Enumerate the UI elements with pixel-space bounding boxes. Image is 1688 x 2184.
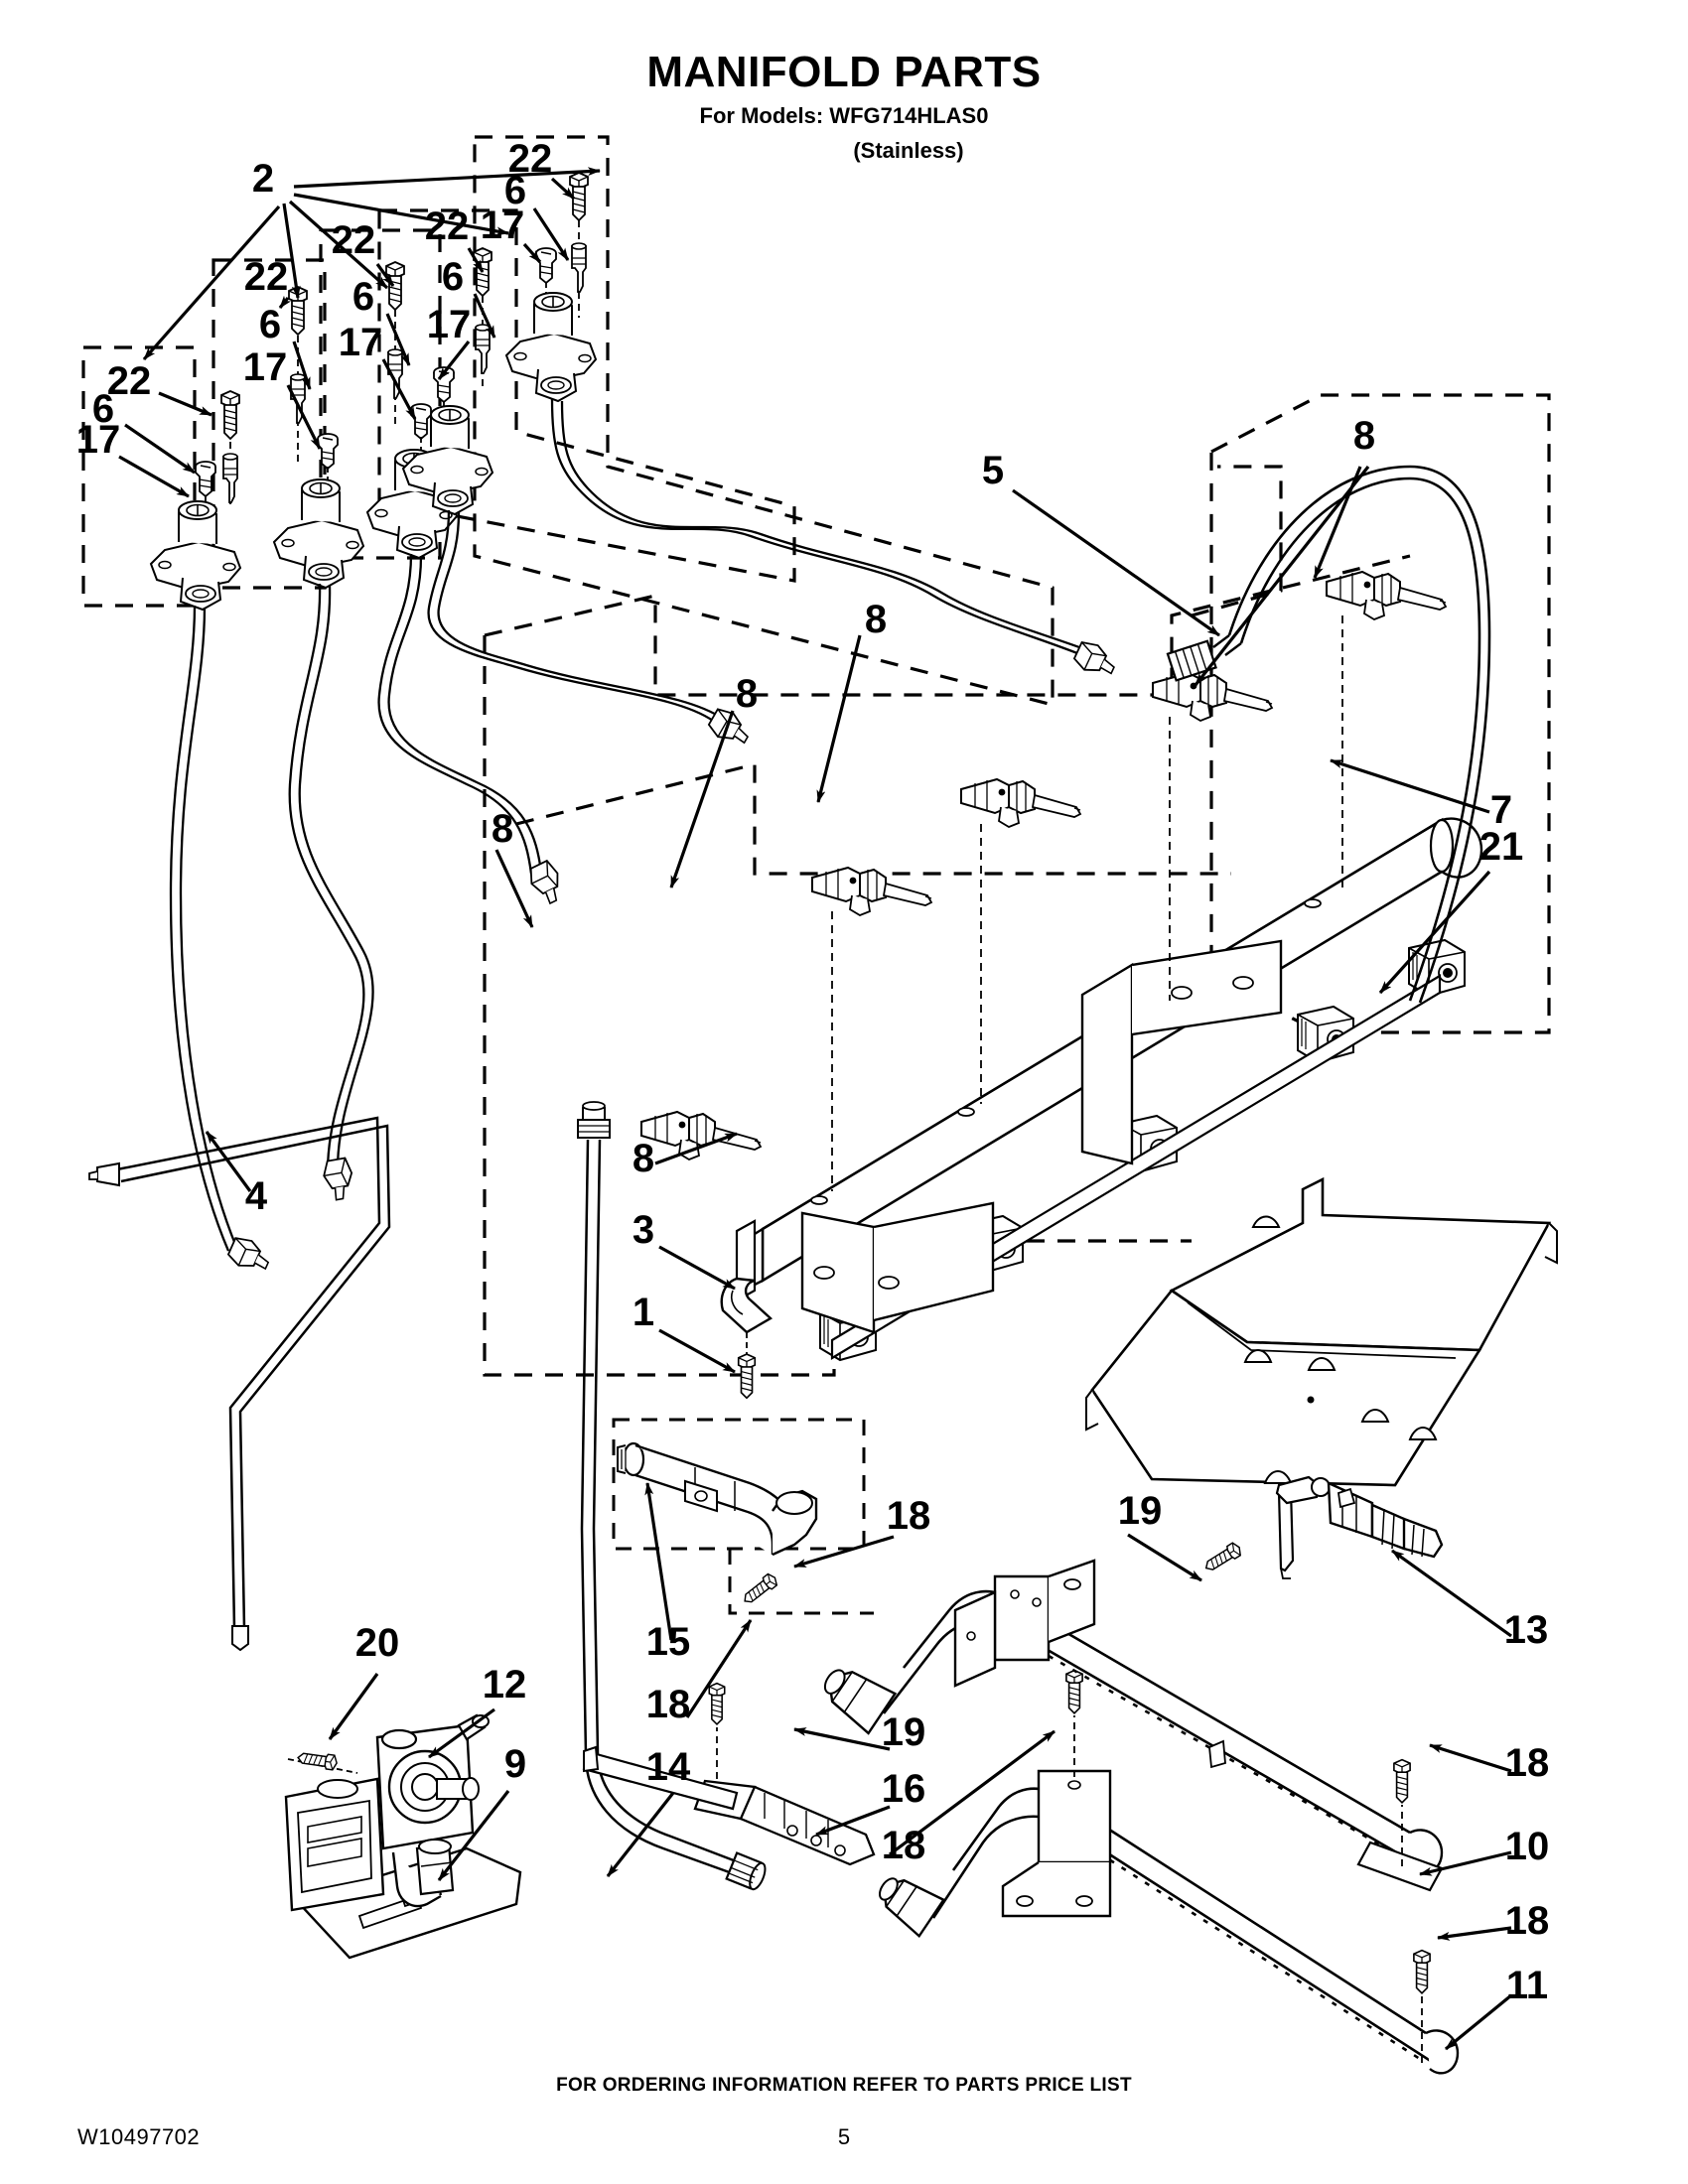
callout-18a: 18	[887, 1494, 931, 1538]
regulator-screw	[296, 1749, 339, 1772]
broil-burner-bracket	[953, 1559, 1096, 1688]
manifold-elbow-fitting	[617, 1441, 818, 1557]
heat-shield-panel	[1085, 1176, 1558, 1487]
callout-8a: 8	[1353, 414, 1375, 458]
callout-22c: 22	[332, 218, 376, 262]
title-block: MANIFOLD PARTS For Models: WFG714HLAS0 (…	[0, 48, 1688, 164]
callout-22e: 22	[508, 137, 553, 181]
callout-5: 5	[982, 449, 1004, 492]
gas-supply-tube	[88, 1116, 391, 1652]
callout-6e: 6	[504, 169, 526, 212]
callout-12: 12	[483, 1663, 527, 1706]
callout-22d: 22	[425, 205, 470, 248]
valve-box-5	[473, 135, 1055, 708]
callout-3: 3	[633, 1208, 654, 1252]
callout-10: 10	[1505, 1825, 1550, 1868]
page-number: 5	[837, 2124, 851, 2149]
callout-8c: 8	[736, 672, 758, 716]
callout-21: 21	[1479, 825, 1524, 869]
manifold-group-outline	[483, 554, 1411, 1377]
callout-8b: 8	[865, 598, 887, 641]
valve-assembly-5	[505, 172, 1121, 682]
broil-igniter-screw	[1201, 1540, 1244, 1575]
callout-19a: 19	[1118, 1489, 1163, 1533]
callout-22b: 22	[244, 255, 289, 299]
manifold-center-bracket	[1080, 939, 1283, 1165]
bake-burner-screw	[1065, 1669, 1083, 1714]
callout-14: 14	[646, 1745, 691, 1789]
callout-1: 1	[633, 1291, 654, 1334]
callout-4: 4	[245, 1174, 268, 1218]
callout-17a: 17	[76, 418, 121, 462]
callout-22a: 22	[107, 359, 152, 403]
valve-box-2	[211, 258, 327, 590]
callout-leaders	[118, 167, 1513, 2051]
orifice-spud-5	[640, 1111, 762, 1160]
callout-6b: 6	[259, 303, 281, 346]
broil-igniter	[1275, 1475, 1444, 1579]
valve-assembly-1	[150, 390, 275, 1278]
ordering-info-note: FOR ORDERING INFORMATION REFER TO PARTS …	[556, 2075, 1132, 2096]
manifold-mount-screw	[737, 1353, 757, 1400]
callout-18b: 18	[646, 1683, 691, 1726]
elbow-mount-screw	[739, 1570, 780, 1608]
callout-6a: 6	[92, 387, 114, 431]
manifold-left-bracket	[735, 1201, 995, 1334]
callout-16: 16	[882, 1767, 926, 1811]
callout-13: 13	[1504, 1608, 1549, 1652]
callout-6d: 6	[442, 255, 464, 299]
harness-box	[1191, 393, 1551, 1034]
bake-burner-screw-right	[1413, 1949, 1431, 1994]
gas-pressure-regulator	[284, 1713, 522, 1960]
callout-labels: 2 22 6 17 22 6 17 22 6 17 22 6 17 22 6 1…	[76, 137, 1550, 2007]
model-subtitle: For Models: WFG714HLAS0	[699, 103, 989, 129]
variant-label: (Stainless)	[853, 137, 964, 163]
oven-bake-burner	[879, 1769, 1460, 2075]
elbow-box	[612, 1418, 874, 1615]
callout-11: 11	[1506, 1964, 1548, 2007]
callout-6c: 6	[352, 275, 374, 319]
orifice-spud-3	[960, 778, 1081, 828]
valve-assembly-2	[273, 286, 374, 1202]
orifice-spud-1	[1326, 571, 1447, 620]
callout-15: 15	[646, 1620, 691, 1664]
broil-burner-screw	[1393, 1758, 1411, 1804]
broil-burner	[823, 1559, 1444, 1892]
wire-harness	[1166, 465, 1491, 1004]
callout-2: 2	[252, 157, 274, 201]
callout-18e: 18	[1505, 1899, 1550, 1943]
callout-17d: 17	[427, 303, 472, 346]
page-title: MANIFOLD PARTS	[646, 48, 1042, 96]
bake-burner-bracket	[1001, 1769, 1112, 1918]
oven-igniter-screw	[708, 1682, 726, 1725]
callout-17b: 17	[243, 345, 288, 389]
callout-8d: 8	[492, 807, 513, 851]
oven-igniter	[582, 1745, 876, 1866]
callout-17c: 17	[339, 321, 383, 364]
callout-18d: 18	[1505, 1741, 1550, 1785]
callout-18c: 18	[882, 1824, 926, 1867]
callout-8e: 8	[633, 1137, 654, 1180]
callout-17e: 17	[481, 204, 525, 247]
callout-9: 9	[504, 1742, 526, 1786]
orifice-spud-4	[811, 867, 932, 916]
document-number: W10497702	[77, 2124, 201, 2149]
callout-19b: 19	[882, 1710, 926, 1754]
callout-20: 20	[355, 1621, 400, 1665]
callout-7: 7	[1490, 788, 1512, 832]
